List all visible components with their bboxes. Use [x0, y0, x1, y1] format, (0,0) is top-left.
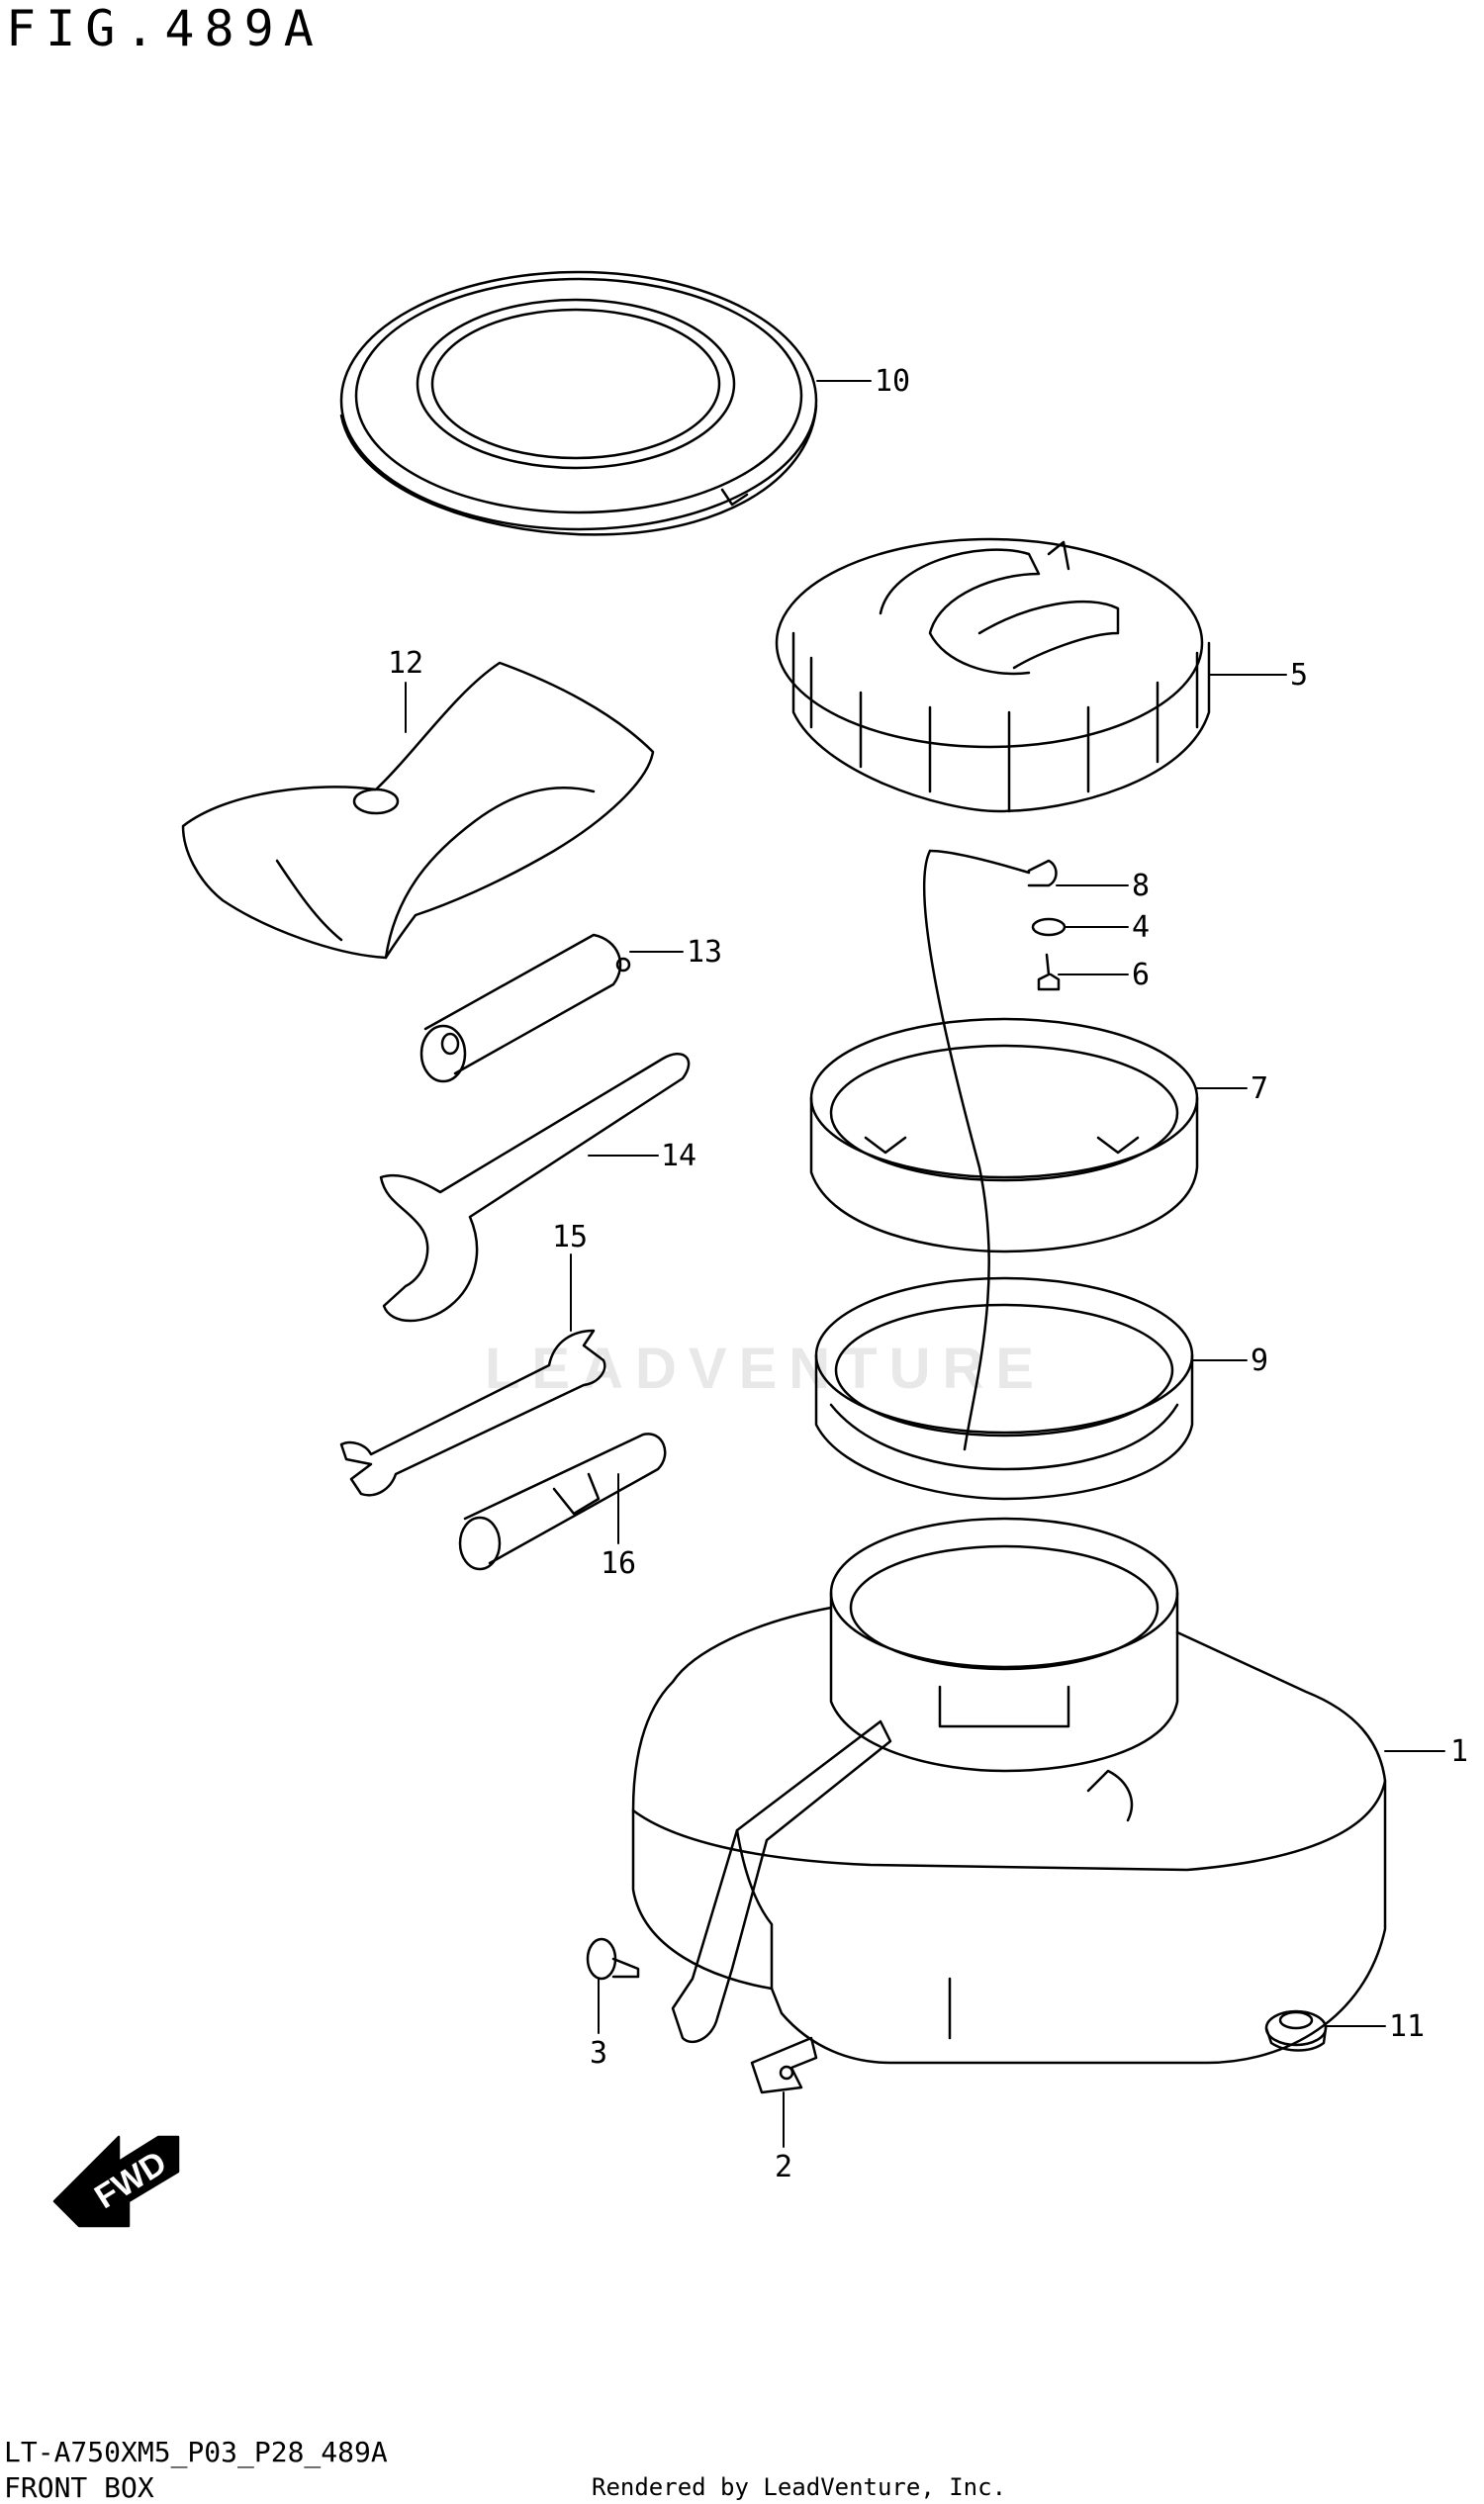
callout-6: 6 — [1132, 958, 1150, 992]
terminal-clip-part — [930, 851, 1057, 885]
inner-ring-part — [816, 1278, 1192, 1499]
open-wrench-part — [341, 1331, 604, 1495]
box-cap-part — [777, 539, 1209, 811]
callout-8: 8 — [1132, 869, 1150, 903]
model-code-label: LT-A750XM5_P03_P28_489A — [4, 2436, 388, 2468]
callout-13: 13 — [687, 935, 722, 970]
callout-14: 14 — [661, 1139, 696, 1173]
callout-16: 16 — [601, 1546, 636, 1581]
plug-socket-part — [460, 1434, 665, 1569]
callout-3: 3 — [590, 2036, 607, 2071]
rendered-by-label: Rendered by LeadVenture, Inc. — [592, 2473, 1007, 2501]
callout-1: 1 — [1450, 1734, 1468, 1769]
callout-4: 4 — [1132, 910, 1150, 945]
grommet-part — [1266, 2011, 1326, 2051]
callout-10: 10 — [875, 364, 910, 399]
callout-12: 12 — [388, 646, 423, 681]
watermark-text: LEADVENTURE — [485, 1337, 1047, 1401]
outer-ring-part — [811, 1019, 1197, 1252]
tool-bag-part — [183, 663, 653, 958]
spanner-wrench-part — [381, 1054, 689, 1321]
figure-title: FIG.489A — [6, 0, 324, 57]
callout-9: 9 — [1251, 1344, 1268, 1378]
section-name-label: FRONT BOX — [4, 2471, 154, 2504]
leader-lines — [406, 381, 1444, 2147]
tapping-screw-part — [588, 1939, 638, 1979]
callout-7: 7 — [1251, 1071, 1268, 1106]
front-box-part — [633, 1519, 1385, 2063]
callout-5: 5 — [1290, 658, 1308, 693]
callout-11: 11 — [1389, 2009, 1425, 2044]
screw-part — [1039, 955, 1059, 989]
callout-2: 2 — [775, 2150, 792, 2184]
washer-part — [1033, 919, 1065, 935]
gasket-ring-part — [341, 272, 816, 534]
tether-cord-part — [924, 851, 989, 1449]
callout-15: 15 — [552, 1220, 588, 1254]
clip-nut-part — [752, 2038, 816, 2092]
tool-rod-part — [421, 935, 629, 1081]
fwd-direction-arrow — [54, 2137, 178, 2226]
